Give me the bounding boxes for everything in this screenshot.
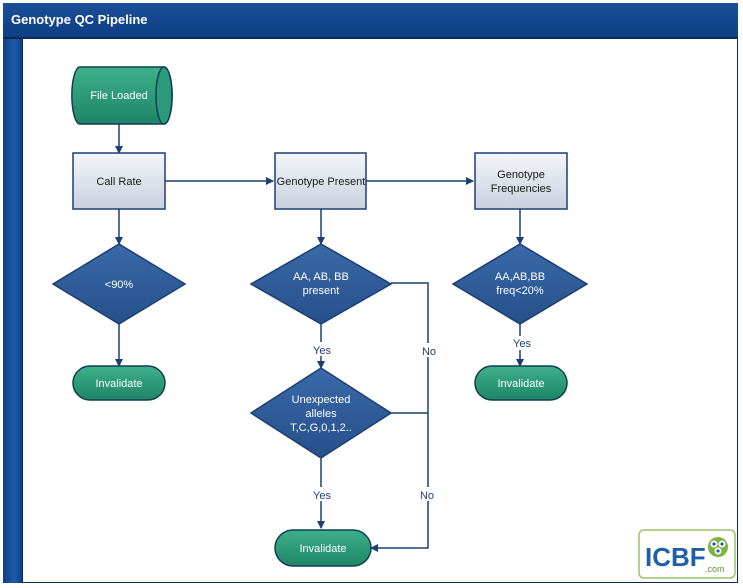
edge-present-no (370, 282, 429, 552)
decision-call-rate: <90% (51, 243, 187, 325)
file-loaded-label: File Loaded (90, 90, 148, 102)
logo-suffix: .com (705, 564, 725, 574)
genotype-frequencies-line-1: Genotype (497, 169, 545, 181)
icbf-logo: ICBF .com (638, 529, 736, 579)
edge-label-no-unexpected: No (420, 490, 434, 502)
decision-present-line-2: present (303, 285, 340, 297)
left-sidebar-strip (3, 39, 23, 583)
genotype-present-label: Genotype Present (277, 176, 366, 188)
node-genotype-present: Genotype Present (274, 152, 367, 210)
terminal-invalidate-3: Invalidate (474, 365, 568, 401)
terminal-invalidate-2: Invalidate (274, 529, 372, 567)
decision-unexpected-line-2: alleles (305, 408, 337, 420)
edge-label-no-present: No (422, 346, 436, 358)
page-title: Genotype QC Pipeline (11, 12, 148, 27)
invalidate-1-label: Invalidate (95, 378, 142, 390)
invalidate-2-label: Invalidate (299, 543, 346, 555)
decision-freq: AA,AB,BB freq<20% (451, 243, 589, 325)
terminal-invalidate-1: Invalidate (72, 365, 166, 401)
decision-unexpected-line-3: T,C,G,0,1,2.. (290, 422, 352, 434)
decision-freq-line-2: freq<20% (496, 285, 544, 297)
invalidate-3-label: Invalidate (497, 378, 544, 390)
logo-emblem-icon (708, 537, 728, 557)
decision-present-line-1: AA, AB, BB (293, 271, 349, 283)
node-file-loaded: File Loaded (71, 66, 173, 125)
call-rate-label: Call Rate (96, 176, 141, 188)
edge-label-yes-freq: Yes (513, 338, 531, 350)
decision-unexpected: Unexpected alleles T,C,G,0,1,2.. (249, 367, 393, 459)
decision-present: AA, AB, BB present (249, 243, 393, 325)
edge-label-yes-present: Yes (313, 345, 331, 357)
node-call-rate: Call Rate (72, 152, 166, 210)
decision-freq-line-1: AA,AB,BB (495, 271, 545, 283)
genotype-frequencies-line-2: Frequencies (491, 183, 552, 195)
decision-call-rate-label: <90% (105, 279, 134, 291)
title-bar: Genotype QC Pipeline (3, 3, 738, 39)
decision-unexpected-line-1: Unexpected (292, 394, 351, 406)
logo-text: ICBF (645, 542, 706, 572)
edge-label-yes-unexpected: Yes (313, 490, 331, 502)
node-genotype-frequencies: Genotype Frequencies (474, 152, 568, 210)
